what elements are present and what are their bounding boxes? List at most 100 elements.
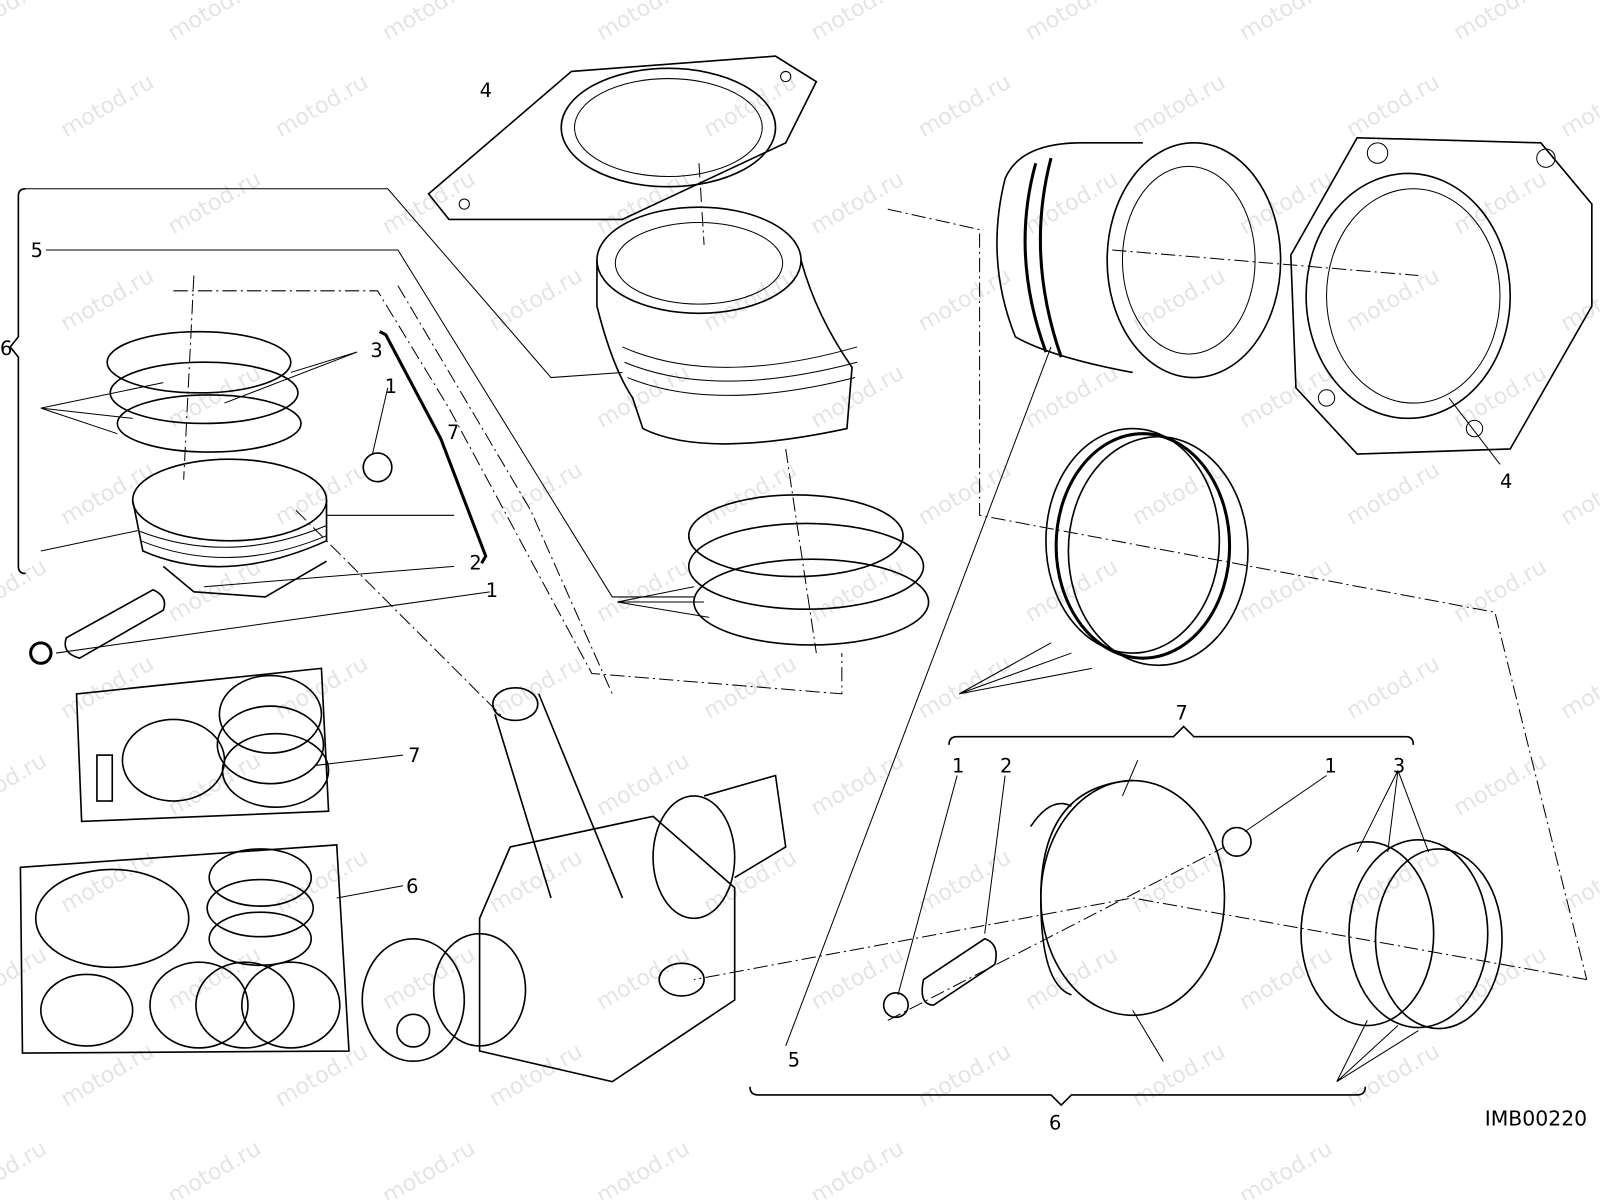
watermark-text: motod.ru	[592, 941, 694, 1015]
circlip-left-bottom	[29, 641, 53, 665]
watermark-text: motod.ru	[485, 1038, 587, 1112]
label-assembly-right: 6	[1049, 1112, 1061, 1135]
watermark-text: motod.ru	[1235, 1135, 1337, 1200]
label-gasket-left: 4	[480, 79, 492, 102]
watermark-text: motod.ru	[913, 651, 1015, 725]
watermark-text: motod.ru	[163, 1135, 265, 1200]
watermark-text: motod.ru	[913, 69, 1015, 143]
watermark-text: motod.ru	[913, 1038, 1015, 1112]
watermark-text: motod.ru	[1449, 748, 1551, 822]
watermark-text: motod.ru	[592, 1135, 694, 1200]
watermark-text: motod.ru	[378, 0, 480, 46]
label-kit-left: 7	[447, 421, 459, 444]
watermark-text: motod.ru	[1235, 360, 1337, 434]
cylinder-left	[596, 206, 858, 445]
watermark-text: motod.ru	[1021, 0, 1123, 46]
watermark-text: motod.ru	[699, 844, 801, 918]
watermark-text: motod.ru	[163, 941, 265, 1015]
watermark-text: motod.ru	[271, 844, 373, 918]
watermark-text: motod.ru	[1235, 941, 1337, 1015]
watermark-text: motod.ru	[1556, 651, 1600, 725]
watermark-text: motod.ru	[1021, 166, 1123, 240]
watermark-text: motod.ru	[1128, 457, 1230, 531]
watermark-text: motod.ru	[1342, 651, 1444, 725]
watermark-text: motod.ru	[56, 69, 158, 143]
watermark-text: motod.ru	[806, 166, 908, 240]
watermark-text: motod.ru	[592, 0, 694, 46]
watermark-text: motod.ru	[699, 651, 801, 725]
watermark-text: motod.ru	[592, 554, 694, 628]
watermark-text: motod.ru	[1556, 844, 1600, 918]
watermark-text: motod.ru	[592, 360, 694, 434]
watermark-text: motod.ru	[1128, 69, 1230, 143]
piston-right	[1029, 779, 1226, 1017]
label-kit-box-7: 7	[408, 744, 420, 767]
bracket-7-left	[378, 330, 488, 565]
watermark-text: motod.ru	[56, 844, 158, 918]
watermark-text: motod.ru	[1128, 1038, 1230, 1112]
label-rings-right: 3	[1393, 754, 1405, 777]
watermark-text: motod.ru	[1449, 166, 1551, 240]
watermark-text: motod.ru	[271, 69, 373, 143]
label-assembly-left: 6	[0, 337, 12, 360]
crankshaft-conrod	[361, 686, 787, 1083]
kit-box-6	[19, 844, 350, 1054]
watermark-text: motod.ru	[1235, 0, 1337, 46]
watermark-text: motod.ru	[378, 1135, 480, 1200]
watermark-text: motod.ru	[271, 1038, 373, 1112]
watermark-text: motod.ru	[56, 1038, 158, 1112]
watermark-text: motod.ru	[1556, 263, 1600, 337]
label-pin-left: 2	[469, 551, 481, 574]
bracket-6-left	[9, 187, 26, 575]
circlip-left-top	[362, 452, 393, 483]
watermark-text: motod.ru	[1235, 554, 1337, 628]
watermark-text: motod.ru	[1021, 941, 1123, 1015]
piston-rings-left	[106, 330, 302, 453]
watermark-text: motod.ru	[485, 457, 587, 531]
watermark-text: motod.ru	[1556, 457, 1600, 531]
watermark-text: motod.ru	[1449, 0, 1551, 46]
piston-rings-right	[1300, 838, 1503, 1030]
kit-box-7	[75, 667, 330, 823]
watermark-text: motod.ru	[163, 166, 265, 240]
watermark-text: motod.ru	[592, 748, 694, 822]
watermark-text: motod.ru	[699, 263, 801, 337]
watermark-text: motod.ru	[1235, 166, 1337, 240]
circlip-right-b	[1221, 826, 1252, 857]
label-pin-right: 2	[1000, 754, 1012, 777]
watermark-text: motod.ru	[1342, 69, 1444, 143]
piston-rings-right-large	[1045, 427, 1249, 667]
label-kit-right: 7	[1176, 701, 1188, 724]
label-kit-box-6: 6	[406, 875, 418, 898]
label-cylinder-left: 5	[31, 239, 43, 262]
callout-labels: 4 5 6 3 1 7 2 1 7 6 4 7 1 2 1 3 5 6 IMB0…	[0, 79, 1587, 1135]
watermark-text: motod.ru	[1128, 263, 1230, 337]
watermark-text: motod.ru	[699, 457, 801, 531]
label-circlip-left-top: 1	[385, 375, 397, 398]
bracket-6-right	[749, 1086, 1367, 1107]
label-rings-left: 3	[370, 339, 382, 362]
label-circlip-left-bottom: 1	[486, 579, 498, 602]
head-gasket-left	[427, 55, 818, 221]
piston-pin-left	[64, 588, 166, 660]
label-circlip-right-a: 1	[952, 754, 964, 777]
piston-pin-right	[921, 937, 997, 1006]
watermark-text: motod.ru	[1449, 554, 1551, 628]
watermark-text: motod.ru	[378, 166, 480, 240]
watermark-text: motod.ru	[485, 651, 587, 725]
diagram-code: IMB00220	[1485, 1107, 1587, 1131]
watermark-text: motod.ru	[806, 0, 908, 46]
label-gasket-right: 4	[1500, 470, 1512, 493]
watermark-text: motod.ru	[806, 554, 908, 628]
watermark-text: motod.ru	[485, 263, 587, 337]
watermark-text: motod.ru	[163, 0, 265, 46]
watermark-text: motod.ru	[1342, 1038, 1444, 1112]
bracket-7-right	[948, 725, 1415, 745]
label-cylinder-right: 5	[788, 1048, 800, 1071]
watermark-text: motod.ru	[271, 457, 373, 531]
watermark-text: motod.ru	[1449, 360, 1551, 434]
watermark-text: motod.ru	[0, 1135, 51, 1200]
